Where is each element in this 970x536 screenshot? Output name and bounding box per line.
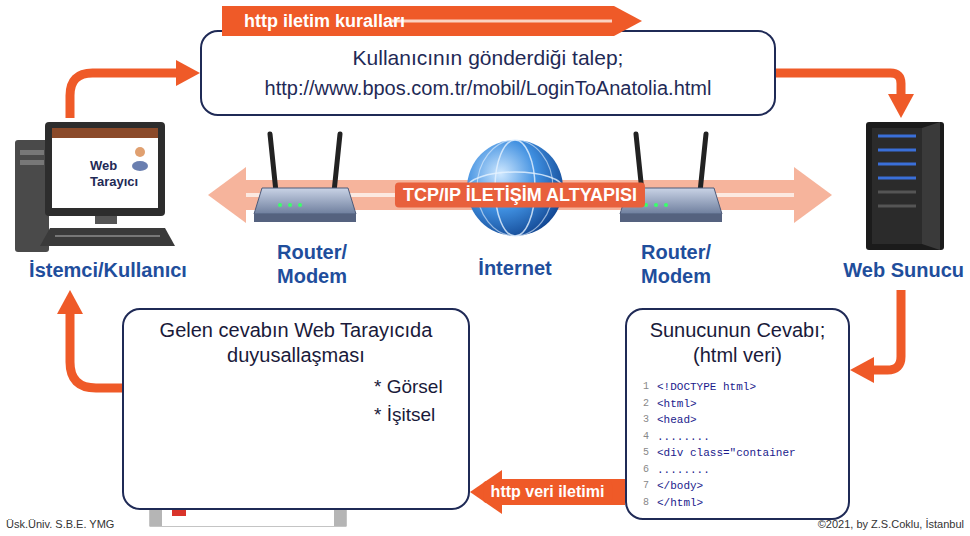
code-line: ........ xyxy=(657,463,710,477)
edge-label: TCP/IP İLETİŞİM ALTYAPISI xyxy=(395,183,645,208)
computer-icon xyxy=(15,122,175,252)
flow-arrow xyxy=(70,73,176,118)
code-line: <head> xyxy=(657,413,697,427)
copyright-note: ©2021, by Z.S.Coklu, İstanbul xyxy=(818,518,964,530)
code-line: 4 xyxy=(633,430,649,444)
request-box: Kullanıcının gönderdiği talep; http://www… xyxy=(200,30,776,116)
node-text: * İşitsel xyxy=(374,404,435,426)
code-line: <div class="container xyxy=(657,446,796,460)
response-box: Sunucunun Cevabı; (html veri) 1 <!DOCTYPE … xyxy=(625,308,850,520)
node-text: Kullanıcının gönderdiği talep; xyxy=(216,44,760,71)
node-text: Web Sunucu xyxy=(843,259,964,282)
edge-label: http veri iletimi xyxy=(483,481,613,503)
render-box: Gelen cevabın Web Tarayıcıda duyusallaşm… xyxy=(122,308,470,510)
node-text: Web Tarayıcı xyxy=(90,158,162,190)
server-icon xyxy=(866,122,944,250)
device-label: Router/ Modem xyxy=(626,240,726,288)
web-server: Web Sunucu xyxy=(832,118,966,290)
arrow-banner: http iletim kuralları xyxy=(222,6,642,36)
client-computer: Web Tarayıcıİstemci/Kullanıcı xyxy=(8,118,208,290)
node-text: http://www.bpos.com.tr/mobil/LoginToAnat… xyxy=(216,75,760,102)
code-line: </body> xyxy=(657,479,703,493)
router-icon xyxy=(254,134,356,222)
router-icon xyxy=(620,134,722,222)
node-text: Gelen cevabın Web Tarayıcıda duyusallaşm… xyxy=(136,318,456,368)
node-text: İstemci/Kullanıcı xyxy=(8,259,208,282)
device-label: İnternet xyxy=(455,256,575,280)
code-line: </html> xyxy=(657,496,703,510)
code-line: 6 xyxy=(633,463,649,477)
flow-arrow xyxy=(776,73,901,94)
code-line: 1 xyxy=(633,380,649,394)
code-line: <html> xyxy=(657,397,697,411)
code-line: 5 xyxy=(633,446,649,460)
code-line: 8 xyxy=(633,496,649,510)
device-label: Router/ Modem xyxy=(262,240,362,288)
code-line: <!DOCTYPE html> xyxy=(657,380,756,394)
flow-arrow xyxy=(874,290,901,370)
node-text: * Görsel xyxy=(374,376,443,398)
footer-note: Üsk.Üniv. S.B.E. YMG xyxy=(6,518,114,530)
code-line: 3 xyxy=(633,413,649,427)
code-line: ........ xyxy=(657,430,710,444)
code-line: 2 xyxy=(633,397,649,411)
flow-arrow xyxy=(70,314,122,388)
code-line: 7 xyxy=(633,479,649,493)
node-text: Sunucunun Cevabı; (html veri) xyxy=(637,318,838,368)
node-text: http iletim kuralları xyxy=(222,6,642,36)
